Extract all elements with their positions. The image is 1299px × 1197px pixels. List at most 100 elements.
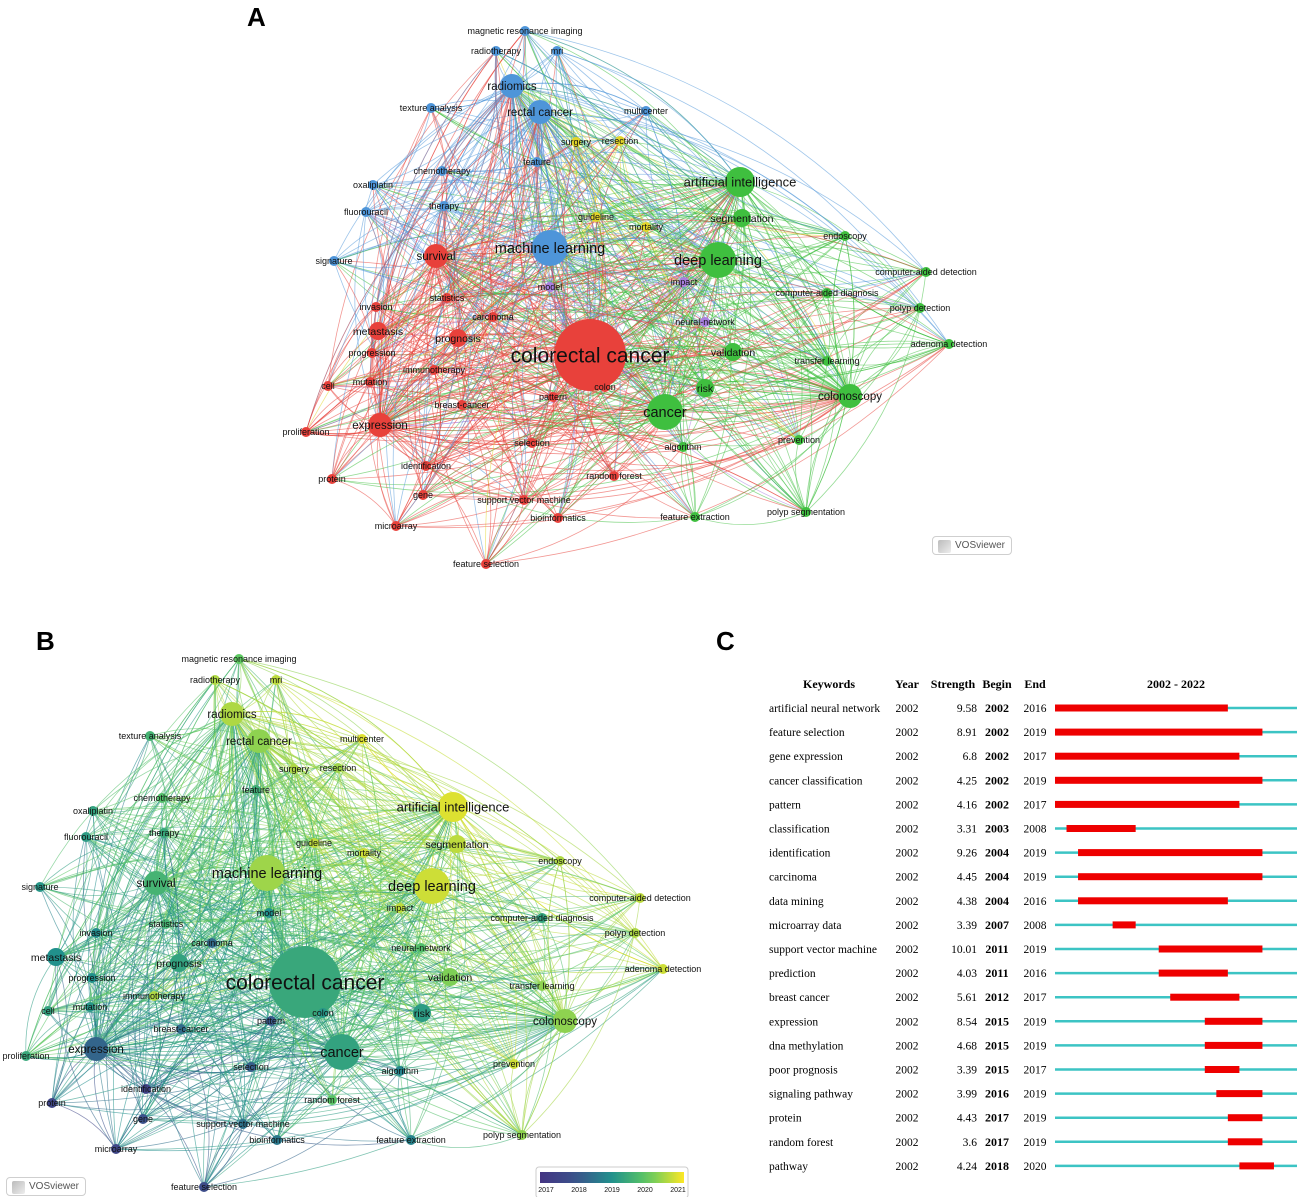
network-link bbox=[435, 208, 846, 257]
network-link bbox=[242, 806, 454, 1125]
network-link bbox=[379, 424, 533, 450]
node-label-rectal-cancer: rectal cancer bbox=[507, 107, 573, 119]
network-link bbox=[85, 658, 240, 838]
node-proliferation bbox=[301, 427, 311, 437]
network-link bbox=[461, 404, 525, 501]
node-algorithm bbox=[395, 1066, 405, 1076]
node-fluorouracil bbox=[361, 207, 371, 217]
node-invasion bbox=[91, 928, 101, 938]
node-cell bbox=[43, 1006, 53, 1016]
node-label-metastasis: metastasis bbox=[353, 326, 403, 338]
node-label-carcinoma: carcinoma bbox=[191, 938, 233, 948]
burst-keyword: expression bbox=[769, 1016, 818, 1028]
burst-year: 2002 bbox=[896, 775, 919, 787]
network-link bbox=[238, 658, 458, 845]
network-link bbox=[231, 713, 515, 1065]
network-link bbox=[575, 141, 851, 397]
burst-keyword: protein bbox=[769, 1113, 802, 1125]
network-link bbox=[435, 255, 800, 441]
network-link bbox=[595, 216, 685, 283]
network-link bbox=[333, 173, 741, 262]
burst-end: 2019 bbox=[1024, 1113, 1047, 1125]
node-label-computer-aided-diagnosis: computer-aided diagnosis bbox=[775, 288, 879, 298]
node-selection bbox=[246, 1062, 256, 1072]
node-label-mortality: mortality bbox=[347, 848, 382, 858]
network-link bbox=[203, 1051, 343, 1188]
node-mutation bbox=[85, 1002, 95, 1012]
burst-end: 2017 bbox=[1024, 992, 1047, 1004]
burst-strength: 4.25 bbox=[957, 775, 977, 787]
node-computer-aided-detection bbox=[921, 267, 931, 277]
network-link bbox=[375, 85, 513, 308]
network-link bbox=[430, 107, 448, 257]
network-link bbox=[549, 286, 576, 519]
node-label-computer-aided-diagnosis: computer-aided diagnosis bbox=[490, 913, 594, 923]
network-link bbox=[91, 885, 433, 981]
network-link bbox=[717, 259, 807, 513]
network-link bbox=[155, 882, 272, 1022]
burst-end: 2017 bbox=[1024, 799, 1047, 811]
network-link bbox=[203, 1123, 244, 1188]
burst-keyword: artificial neural network bbox=[769, 703, 880, 715]
network-link bbox=[55, 836, 88, 958]
burst-strength: 3.31 bbox=[957, 824, 977, 836]
network-link bbox=[95, 1048, 278, 1141]
network-link bbox=[327, 111, 541, 387]
network-link bbox=[441, 170, 551, 288]
network-link bbox=[564, 897, 641, 1022]
node-label-support-vector-machine: support vector machine bbox=[477, 495, 571, 505]
network-link bbox=[327, 50, 497, 387]
network-link bbox=[435, 255, 828, 313]
network-link bbox=[231, 713, 523, 1136]
node-impact bbox=[679, 277, 689, 287]
node-texture-analysis bbox=[145, 731, 155, 741]
node-endoscopy bbox=[555, 856, 565, 866]
node-label-pattern: pattern bbox=[539, 392, 567, 402]
node-label-surgery: surgery bbox=[279, 764, 310, 774]
network-link bbox=[422, 369, 441, 496]
network-link bbox=[39, 832, 165, 888]
network-link bbox=[511, 85, 851, 397]
network-link bbox=[266, 865, 543, 919]
network-link bbox=[435, 255, 921, 330]
network-link bbox=[161, 713, 233, 799]
network-link bbox=[520, 111, 554, 398]
node-expression bbox=[84, 1037, 108, 1061]
burst-strength: 5.61 bbox=[957, 992, 977, 1004]
network-link bbox=[106, 832, 165, 1150]
network-link bbox=[39, 858, 268, 888]
node-cancer bbox=[647, 394, 683, 430]
network-link bbox=[365, 161, 741, 213]
burst-keyword: dna methylation bbox=[769, 1040, 844, 1052]
network-link bbox=[363, 852, 566, 1022]
network-link bbox=[331, 111, 541, 480]
network-link bbox=[511, 85, 578, 519]
node-label-metastasis: metastasis bbox=[31, 952, 81, 964]
network-link bbox=[849, 343, 950, 397]
node-label-cell: cell bbox=[321, 381, 335, 391]
network-link bbox=[341, 1051, 523, 1136]
network-link bbox=[524, 30, 560, 249]
node-label-validation: validation bbox=[428, 972, 473, 984]
network-link bbox=[443, 205, 719, 266]
burst-begin: 2004 bbox=[985, 846, 1009, 860]
node-label-support-vector-machine: support vector machine bbox=[196, 1119, 290, 1129]
network-link bbox=[231, 713, 641, 899]
node-validation bbox=[441, 968, 459, 986]
network-link bbox=[485, 85, 544, 565]
network-link bbox=[410, 932, 636, 1141]
network-link bbox=[250, 1020, 566, 1078]
network-link bbox=[379, 424, 525, 501]
network-link bbox=[645, 226, 800, 441]
network-link bbox=[739, 181, 950, 345]
header-range: 2002 - 2022 bbox=[1147, 677, 1205, 691]
network-link bbox=[433, 292, 828, 378]
burst-keyword: data mining bbox=[769, 896, 824, 908]
network-link bbox=[664, 235, 846, 413]
network-link bbox=[492, 316, 828, 374]
network-link bbox=[379, 424, 696, 519]
node-surgery bbox=[289, 764, 299, 774]
node-mri bbox=[271, 675, 281, 685]
